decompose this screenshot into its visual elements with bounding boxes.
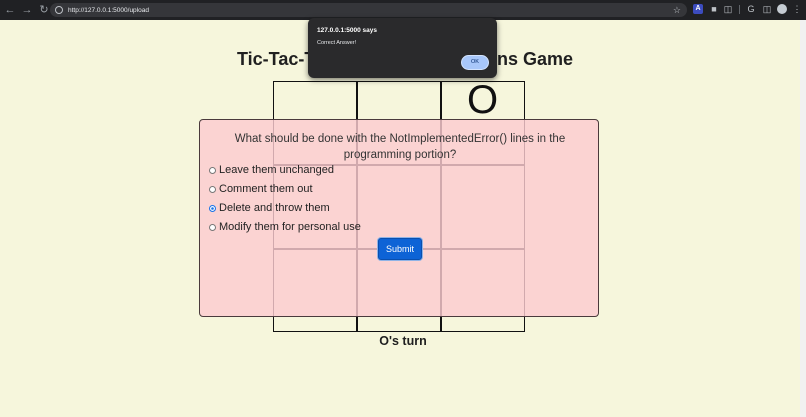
turn-indicator: O's turn <box>379 334 427 348</box>
answer-option-1[interactable]: Leave them unchanged <box>209 164 334 176</box>
page-title-right: ns Game <box>497 49 574 69</box>
alert-message: Correct Answer! <box>317 40 357 46</box>
toolbar-divider <box>739 5 740 14</box>
browser-toolbar: ← → ↻ http://127.0.0.1:5000/upload ☆ A ■… <box>0 0 806 20</box>
answer-option-3[interactable]: Delete and throw them <box>209 202 330 214</box>
radio-button[interactable] <box>209 223 216 231</box>
profile-icon[interactable] <box>777 4 787 14</box>
bookmark-star-icon[interactable]: ☆ <box>672 5 681 15</box>
address-bar[interactable]: http://127.0.0.1:5000/upload ☆ <box>50 3 687 17</box>
menu-icon[interactable]: ⋮ <box>792 4 802 14</box>
radio-button[interactable] <box>209 185 216 193</box>
answer-option-4[interactable]: Modify them for personal use <box>209 221 361 233</box>
page-title-left: Tic-Tac-To <box>237 49 326 69</box>
question-modal: What should be done with the NotImplemen… <box>199 119 599 317</box>
reload-icon[interactable]: ↻ <box>39 4 49 16</box>
url-text: http://127.0.0.1:5000/upload <box>68 6 149 14</box>
radio-button[interactable] <box>209 166 216 174</box>
sidebar-icon[interactable]: ◫ <box>762 4 772 14</box>
extension-a-icon[interactable]: A <box>693 4 703 14</box>
answer-option-label: Modify them for personal use <box>219 221 361 233</box>
answer-option-label: Leave them unchanged <box>219 164 334 176</box>
forward-icon[interactable]: → <box>21 4 33 16</box>
back-icon[interactable]: ← <box>4 4 16 16</box>
alert-title: 127.0.0.1:5000 says <box>317 27 377 34</box>
alert-dialog: 127.0.0.1:5000 says Correct Answer! OK <box>308 18 497 78</box>
answer-option-label: Comment them out <box>219 183 313 195</box>
cell-mark-o: O <box>466 78 499 122</box>
extension-icon[interactable]: ■ <box>711 4 717 14</box>
answer-option-2[interactable]: Comment them out <box>209 183 313 195</box>
question-text: What should be done with the NotImplemen… <box>234 133 566 161</box>
google-icon[interactable]: G <box>747 4 755 14</box>
page-scrollbar[interactable] <box>800 20 806 417</box>
extensions-icon[interactable]: ◫ <box>723 4 733 14</box>
submit-button[interactable]: Submit <box>378 238 422 260</box>
answer-option-label: Delete and throw them <box>219 202 330 214</box>
alert-ok-button[interactable]: OK <box>461 55 489 70</box>
site-info-icon[interactable] <box>55 6 63 14</box>
radio-button-selected[interactable] <box>209 204 216 212</box>
